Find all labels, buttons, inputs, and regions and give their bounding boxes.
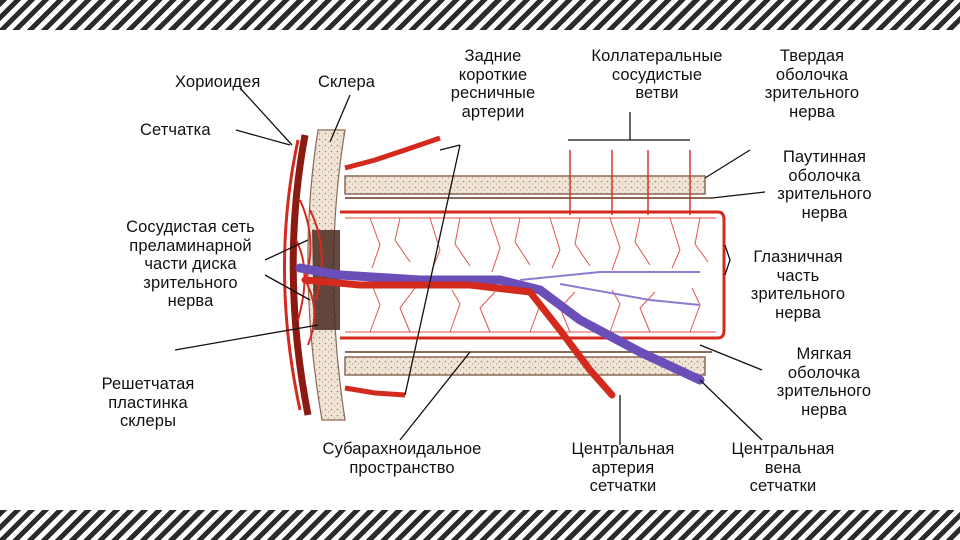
ciliary-artery-upper: [344, 135, 441, 171]
label-collateral-branches: Коллатеральные сосудистые ветви: [591, 47, 723, 102]
label-central-vein: Центральная вена сетчатки: [731, 440, 835, 495]
top-stripe-border: [0, 0, 960, 30]
retina-layer: [282, 139, 302, 411]
vein-branches: [519, 271, 701, 306]
label-pia-mater: Мягкая оболочка зрительного нерва: [776, 345, 872, 419]
label-central-artery: Центральная артерия сетчатки: [571, 440, 675, 495]
label-posterior-ciliary-arteries: Задние короткие ресничные артерии: [450, 47, 536, 121]
ciliary-artery-lower: [344, 385, 406, 398]
collateral-vessel-branches: [569, 150, 691, 215]
leader-lines: [174, 87, 766, 445]
pia-mater-sheath: [340, 210, 726, 340]
label-arachnoid: Паутинная оболочка зрительного нерва: [777, 148, 872, 222]
label-lamina-cribrosa: Решетчатая пластинка склеры: [101, 375, 195, 430]
dura-mater-lower: [344, 356, 706, 376]
bottom-stripe-border: [0, 510, 960, 540]
label-orbital-part: Глазничная часть зрительного нерва: [750, 248, 846, 322]
label-retina: Сетчатка: [140, 121, 211, 139]
central-retinal-artery: [301, 276, 616, 399]
label-prelaminar-network: Сосудистая сеть преламинарной части диск…: [126, 218, 255, 310]
central-retinal-vein: [295, 263, 705, 385]
dura-mater-upper: [344, 175, 706, 195]
label-dura-mater: Твердая оболочка зрительного нерва: [764, 47, 860, 121]
label-subarachnoid-space: Субарахноидальное пространство: [322, 440, 482, 477]
label-chorioidea: Хориоидея: [175, 73, 261, 91]
label-sclera: Склера: [318, 73, 376, 91]
choroid-layer: [289, 134, 312, 416]
